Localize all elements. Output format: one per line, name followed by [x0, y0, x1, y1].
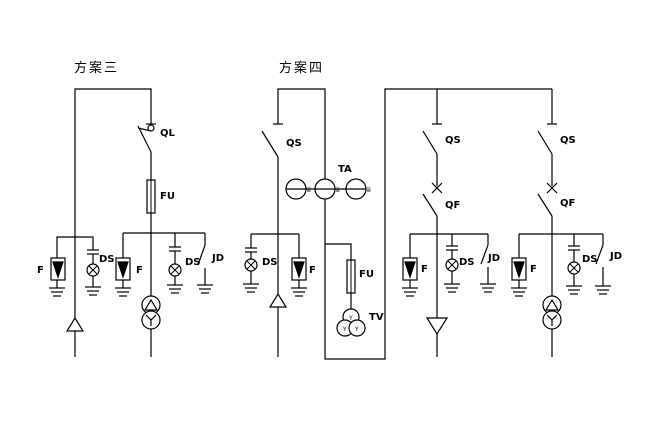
pt-branch-wire [325, 243, 352, 260]
ql-blade [137, 125, 152, 153]
pt-right-winding [348, 319, 366, 337]
scheme4-circuit: QS ⅲ ⅲ ⅲ TA DS F [243, 88, 622, 360]
qf-label-2: QF [560, 198, 575, 209]
qs-2-blade [422, 130, 438, 155]
ct-3-marker: ⅲ [367, 187, 371, 194]
transformer-1-delta [143, 298, 159, 311]
ct-1-marker: ⅲ [307, 187, 311, 194]
qf-2-blade [537, 193, 553, 217]
arrester-f-1 [50, 257, 66, 281]
qf-2-cross-b [546, 182, 558, 194]
transformer-2-wye-b [546, 314, 553, 321]
ds-2-cross-b [170, 265, 180, 275]
ds-label-2: DS [185, 257, 201, 268]
fu-label-1: FU [160, 191, 175, 202]
qf-1-blade [422, 193, 438, 217]
f-label-4: F [421, 264, 428, 275]
transformer-1-wye-b [145, 314, 152, 321]
ds-label-4: DS [459, 257, 475, 268]
arrester-f-3-triangle [293, 261, 305, 279]
fu-label-2: FU [359, 269, 374, 280]
qs-label-3: QS [560, 135, 576, 146]
ds-label-5: DS [582, 254, 598, 265]
transformer-1-wye-c [150, 314, 157, 321]
ds-3-cross-b [246, 260, 256, 270]
jd-label-2: JD [487, 253, 500, 264]
arrester-f-4-triangle [404, 261, 416, 279]
qf-label-1: QF [445, 200, 460, 211]
scheme3-bus-line [74, 88, 152, 357]
arrester-f-2-triangle [117, 261, 129, 279]
cable-head-3 [425, 317, 449, 336]
jd-2-blade [480, 244, 489, 265]
scheme4-title: 方案四 [279, 60, 324, 76]
arrester-f-5-triangle [513, 261, 525, 279]
ds-4-cross-b [447, 260, 457, 270]
tv-label: TV [369, 312, 384, 323]
ds-label-3: DS [262, 257, 278, 268]
f-label-5: F [530, 264, 537, 275]
jd-label-3: JD [609, 251, 622, 262]
ta-label: TA [338, 164, 352, 175]
qf-1-cross-b [431, 182, 443, 194]
qs-label-1: QS [286, 138, 302, 149]
ds-1-cross-b [88, 265, 98, 275]
transformer-2-wye-c [551, 314, 558, 321]
scheme3-circuit: QL FU F DS F [37, 88, 224, 357]
pt-right-symbol: Y [354, 326, 359, 333]
cable-head-1 [65, 316, 85, 332]
cable-head-2 [268, 292, 288, 308]
ct-2-marker: ⅲ [336, 187, 340, 194]
ql-hinge-stub [137, 127, 152, 132]
scheme3-left-branch-bar [56, 236, 94, 258]
pt-left-symbol: Y [342, 326, 347, 333]
scheme3-title: 方案三 [74, 60, 119, 76]
f-label-1: F [37, 265, 44, 276]
pt-top-symbol: Y [348, 315, 353, 322]
qs-3-blade [537, 130, 553, 155]
arrester-f-1-triangle [52, 261, 64, 279]
qs-label-2: QS [445, 135, 461, 146]
ds-label-1: DS [99, 254, 115, 265]
f-label-3: F [309, 265, 316, 276]
jd-label-1: JD [211, 253, 224, 264]
ds-5-cross-b [569, 263, 579, 273]
transformer-2-delta [544, 298, 560, 311]
qs-1-blade [261, 130, 279, 158]
f-label-2: F [136, 265, 143, 276]
jd-3-blade [595, 244, 604, 265]
ql-label: QL [160, 128, 176, 139]
jd-1-blade [197, 244, 206, 266]
scheme4-bus-loop [277, 88, 552, 360]
